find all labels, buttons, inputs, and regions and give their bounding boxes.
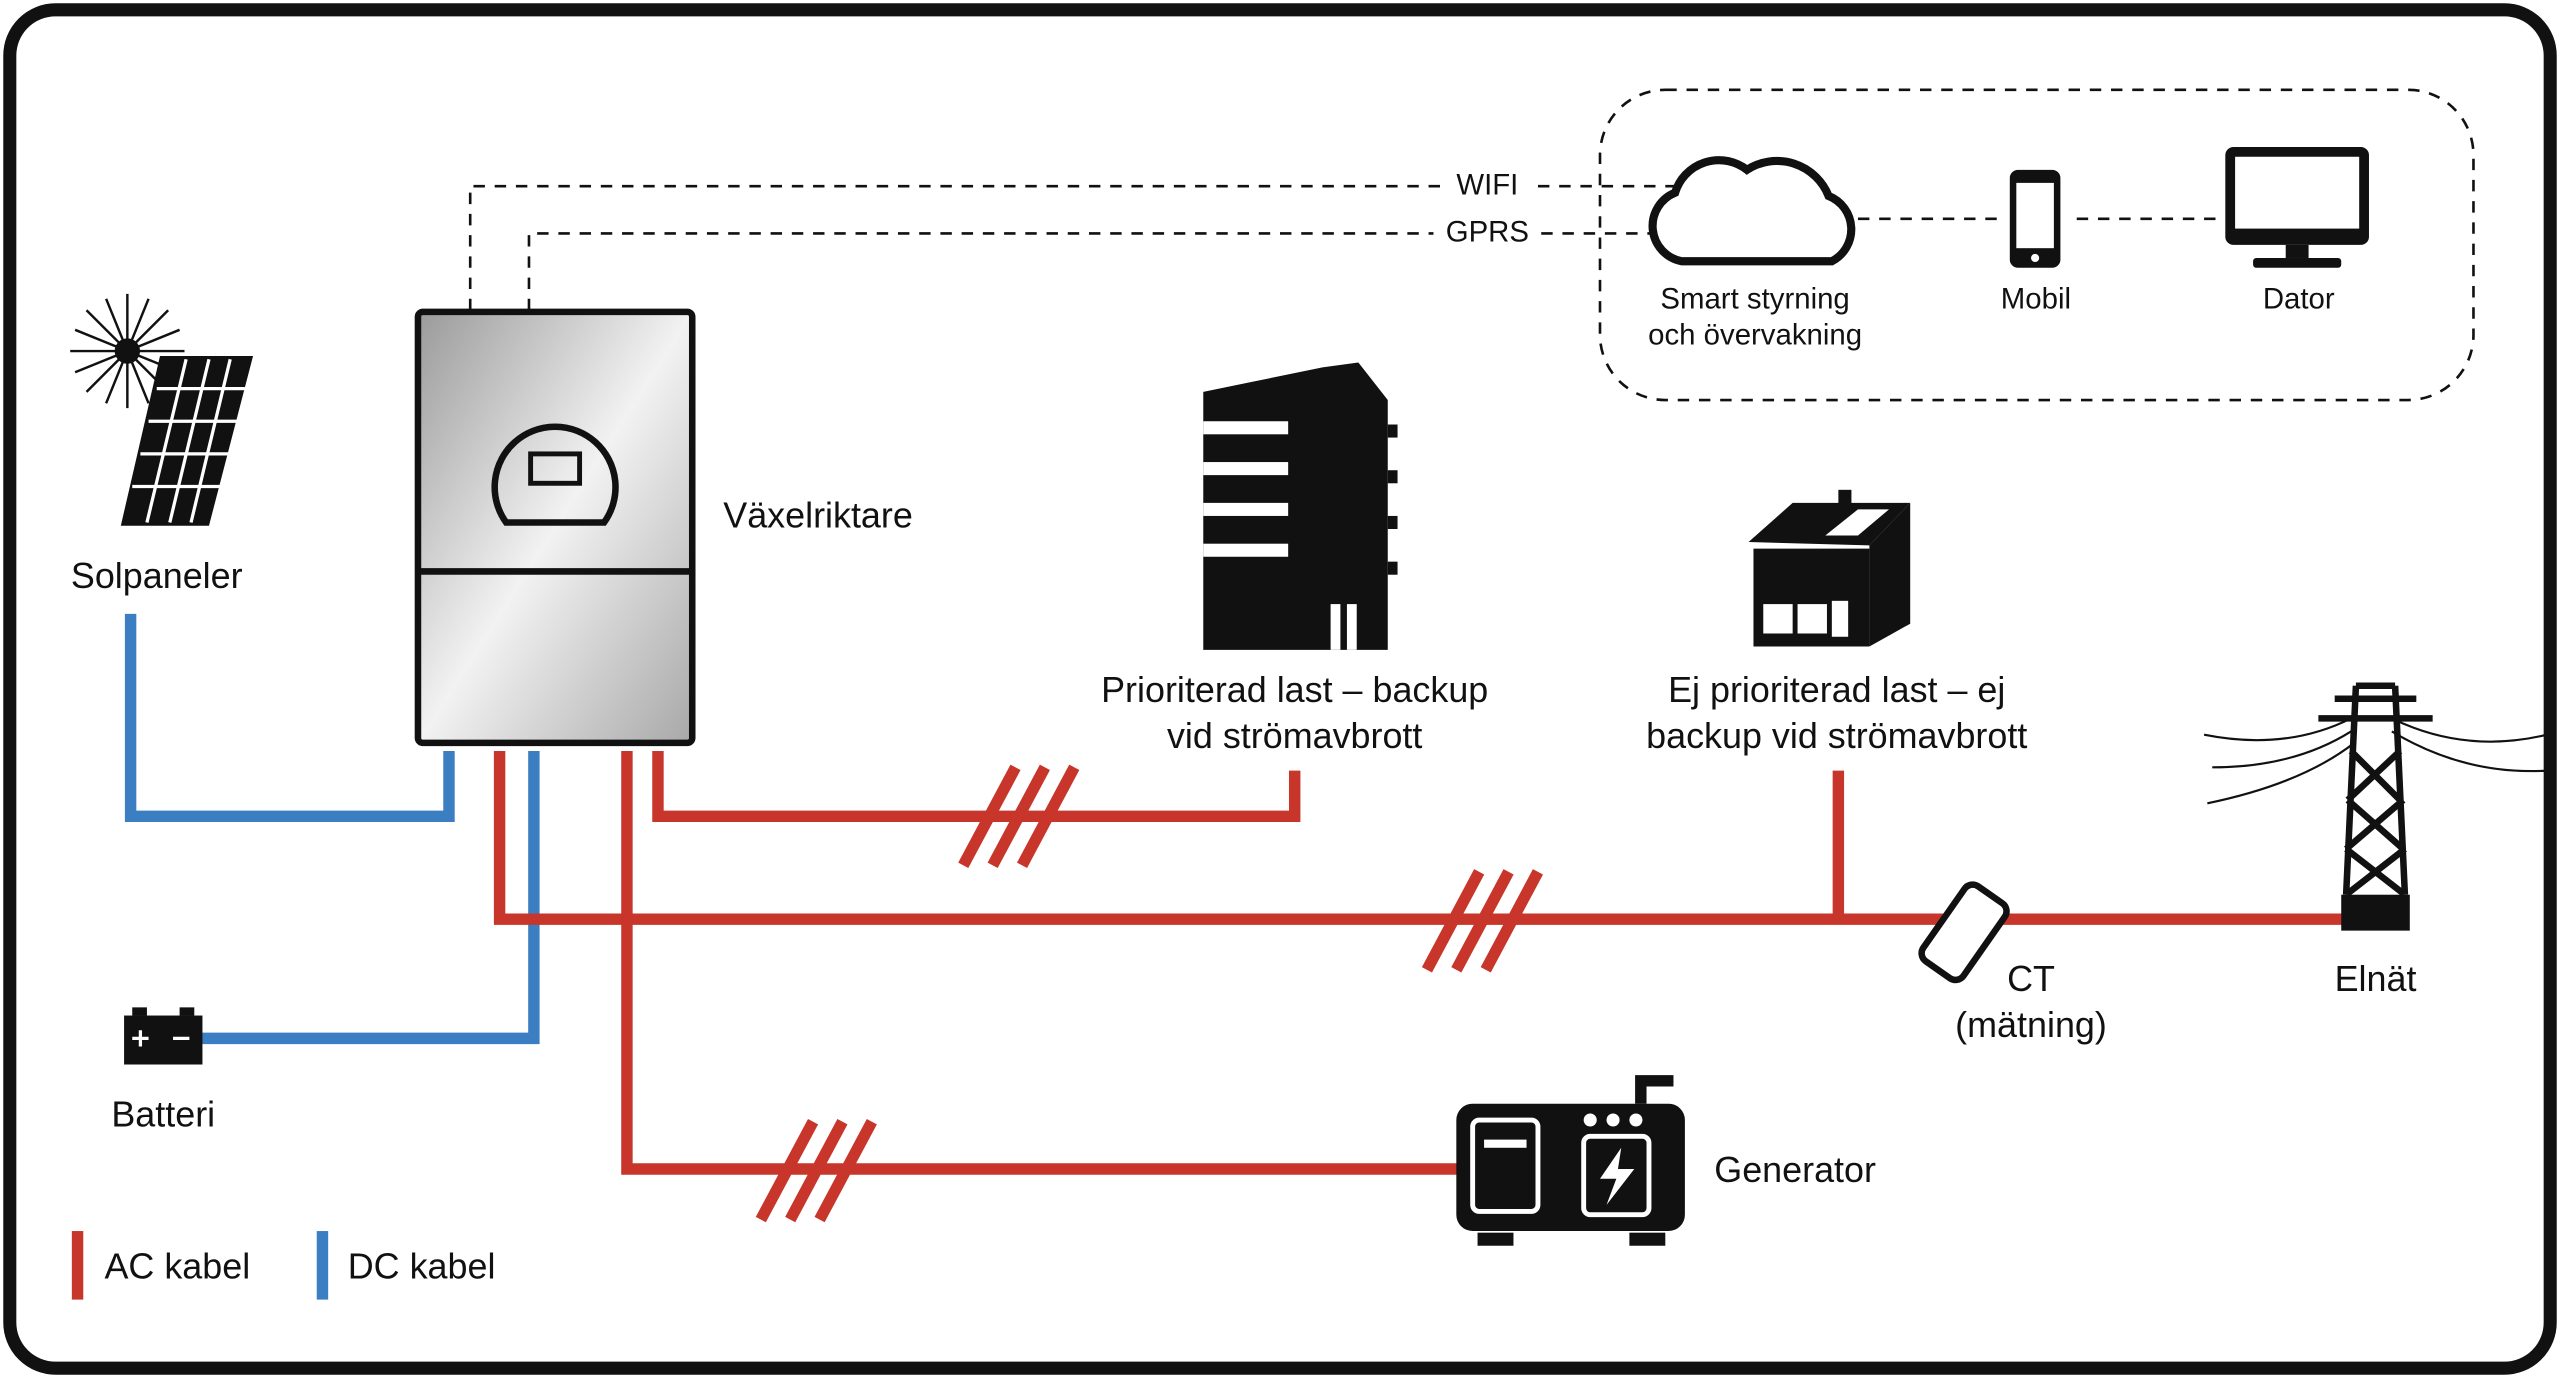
non-priority-load-label-1: Ej prioriterad last – ej — [1668, 669, 2005, 710]
battery-label: Batteri — [111, 1094, 215, 1135]
legend-dc-label: DC kabel — [348, 1245, 496, 1286]
computer-icon — [2225, 146, 2369, 268]
office-building-icon — [1203, 362, 1398, 650]
generator-label: Generator — [1714, 1149, 1876, 1190]
solar-label: Solpaneler — [71, 555, 243, 596]
cloud-label-1: Smart styrning — [1660, 283, 1849, 316]
legend-dc-swatch — [316, 1231, 329, 1300]
mobile-label: Mobil — [2001, 283, 2071, 316]
battery-icon — [124, 1007, 203, 1065]
inverter-icon — [414, 308, 696, 747]
priority-load-label-1: Prioriterad last – backup — [1101, 669, 1488, 710]
dc-cables — [124, 613, 540, 1045]
non-priority-load-label-2: backup vid strömavbrott — [1646, 715, 2027, 756]
cloud-label-2: och övervakning — [1648, 319, 1862, 352]
mobile-icon — [2009, 169, 2061, 268]
legend: AC kabel DC kabel — [71, 1231, 496, 1300]
grid-label: Elnät — [2335, 958, 2417, 999]
ct-label-1: CT — [2007, 958, 2055, 999]
three-phase-marks — [755, 764, 1544, 1223]
wifi-label: WIFI — [1456, 168, 1518, 201]
ct-meter-icon — [1918, 881, 2010, 984]
generator-icon — [1456, 1075, 1685, 1246]
legend-ac-label: AC kabel — [104, 1245, 250, 1286]
solar-panel-icon — [120, 355, 254, 526]
inverter-label: Växelriktare — [723, 494, 913, 535]
legend-ac-swatch — [71, 1231, 84, 1300]
computer-label: Dator — [2263, 283, 2335, 316]
house-icon — [1748, 489, 1911, 647]
gprs-label: GPRS — [1446, 216, 1529, 249]
sun-icon — [70, 293, 185, 409]
ac-cables — [493, 751, 2348, 1175]
priority-load-label-2: vid strömavbrott — [1167, 715, 1422, 756]
cloud-icon — [1648, 156, 1856, 266]
power-pylon-icon — [2203, 682, 2548, 931]
ct-label-2: (mätning) — [1955, 1004, 2107, 1045]
comm-lines — [468, 88, 2475, 402]
